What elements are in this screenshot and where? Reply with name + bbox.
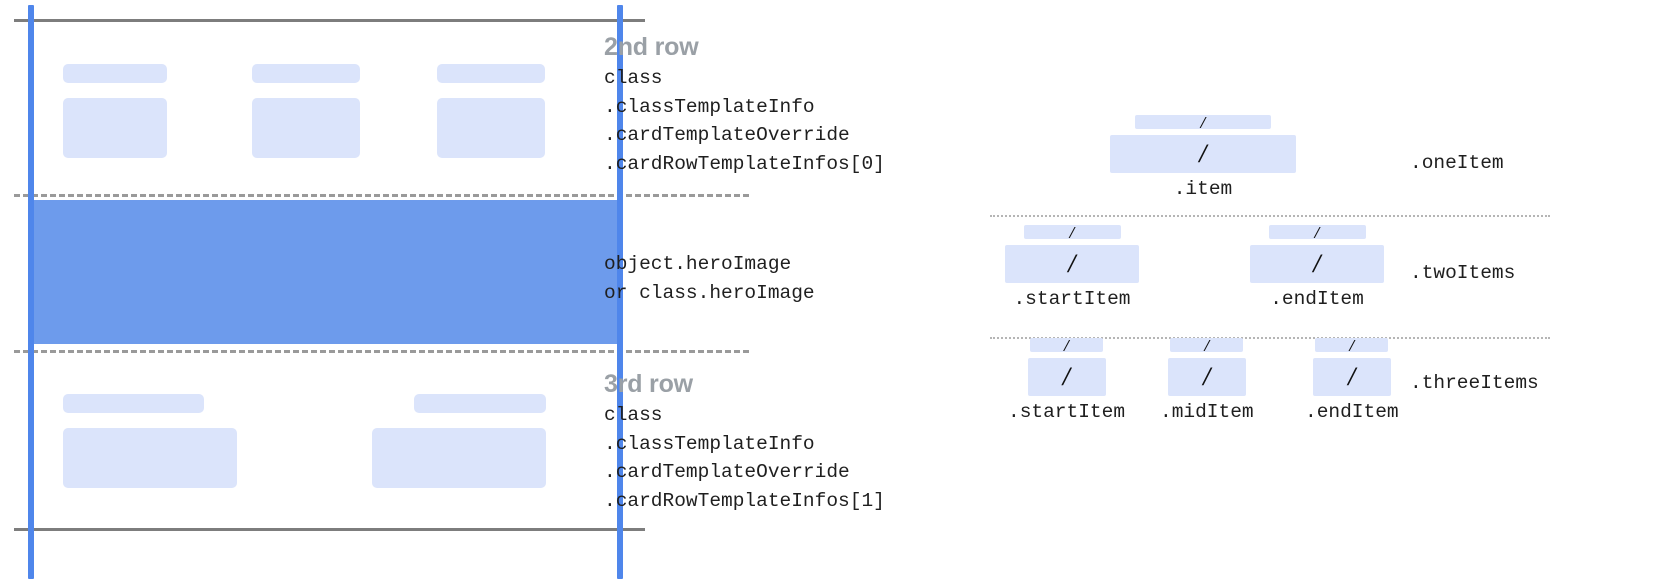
- variant-three-items-end: / / .endItem: [1305, 335, 1399, 424]
- variant-two-items-start: / / .startItem: [1005, 222, 1139, 310]
- card-frame-top-line: [14, 19, 645, 22]
- hero-code-line-1: object.heroImage: [604, 253, 792, 275]
- one-item-caption: .item: [1173, 178, 1233, 200]
- three-items-mid-value-bar: /: [1167, 358, 1246, 396]
- row2-col2-value-placeholder: [252, 98, 360, 158]
- one-item-label-bar: /: [1135, 112, 1271, 132]
- two-items-start-caption: .startItem: [1013, 288, 1131, 310]
- three-items-start-label-bar: /: [1030, 335, 1104, 355]
- card-frame-bottom-line: [14, 528, 645, 531]
- row2-col2-label-placeholder: [252, 64, 360, 83]
- slash-icon: /: [1068, 249, 1076, 278]
- three-items-end-label-bar: /: [1315, 335, 1389, 355]
- variant-label-three-items: .threeItems: [1410, 372, 1539, 394]
- slash-icon: /: [1199, 139, 1207, 168]
- card-template-diagram: [0, 0, 749, 584]
- row3-code-line-2: .classTemplateInfo: [604, 432, 815, 455]
- three-items-end-value-bar: /: [1312, 358, 1391, 396]
- row2-code-line-4: .cardRowTemplateInfos[0]: [604, 152, 885, 175]
- row3-col2-label-placeholder: [414, 394, 546, 413]
- row3-col1-value-placeholder: [63, 428, 237, 488]
- slash-icon: /: [1314, 222, 1320, 242]
- row-divider-dashed-lower: [14, 350, 749, 353]
- row3-heading: 3rd row: [604, 370, 693, 398]
- slash-icon: /: [1069, 222, 1075, 242]
- item-variants-diagram: / / .item .oneItem / / .startItem / /: [960, 0, 1676, 584]
- slash-icon: /: [1200, 112, 1206, 132]
- two-items-end-value-bar: /: [1250, 245, 1384, 283]
- row3-code-line-4: .cardRowTemplateInfos[1]: [604, 489, 885, 512]
- slash-icon: /: [1203, 362, 1211, 391]
- card-guide-line-right: [617, 5, 623, 579]
- hero-annotation: object.heroImage or class.heroImage: [604, 250, 815, 307]
- two-items-end-label-bar: /: [1268, 222, 1366, 242]
- card-guide-line-left: [28, 5, 34, 579]
- row-divider-dashed-upper: [14, 194, 749, 197]
- row3-code-line-1: class: [604, 404, 663, 426]
- three-items-end-caption: .endItem: [1305, 401, 1399, 423]
- row2-col3-value-placeholder: [437, 98, 545, 158]
- three-items-start-value-bar: /: [1027, 358, 1106, 396]
- row2-code-line-1: class: [604, 67, 663, 89]
- row2-col1-value-placeholder: [63, 98, 167, 158]
- variant-label-one-item: .oneItem: [1410, 152, 1504, 174]
- row2-code-line-3: .cardTemplateOverride: [604, 124, 850, 146]
- slash-icon: /: [1204, 335, 1210, 355]
- slash-icon: /: [1062, 362, 1071, 391]
- variant-two-items-end: / / .endItem: [1250, 222, 1384, 310]
- row3-col1-label-placeholder: [63, 394, 204, 413]
- three-items-start-caption: .startItem: [1008, 401, 1126, 423]
- row3-code-line-3: .cardTemplateOverride: [604, 461, 850, 483]
- two-items-start-label-bar: /: [1023, 222, 1121, 242]
- two-items-start-value-bar: /: [1005, 245, 1139, 283]
- two-items-end-caption: .endItem: [1270, 288, 1364, 310]
- row2-annotation: 2nd row class .classTemplateInfo .cardTe…: [604, 32, 885, 178]
- slash-icon: /: [1313, 249, 1321, 278]
- row3-annotation: 3rd row class .classTemplateInfo .cardTe…: [604, 369, 885, 515]
- row2-col1-label-placeholder: [63, 64, 167, 83]
- variant-three-items-mid: / / .midItem: [1160, 335, 1254, 424]
- row2-code-line-2: .classTemplateInfo: [604, 95, 815, 118]
- row3-col2-value-placeholder: [372, 428, 546, 488]
- three-items-mid-label-bar: /: [1170, 335, 1244, 355]
- hero-image-band: [34, 200, 617, 344]
- variant-divider-dotted-lower: [990, 337, 1550, 339]
- variant-label-two-items: .twoItems: [1410, 262, 1516, 284]
- one-item-value-bar: /: [1110, 135, 1296, 173]
- variant-one-item: / / .item: [1110, 112, 1296, 200]
- three-items-mid-caption: .midItem: [1160, 401, 1254, 423]
- slash-icon: /: [1064, 335, 1069, 355]
- slash-icon: /: [1349, 335, 1355, 355]
- row2-heading: 2nd row: [604, 33, 699, 61]
- hero-code-line-2: or class.heroImage: [604, 281, 815, 304]
- row2-col3-label-placeholder: [437, 64, 545, 83]
- variant-three-items-start: / / .startItem: [1008, 335, 1126, 424]
- slash-icon: /: [1348, 362, 1356, 391]
- variant-divider-dotted-upper: [990, 215, 1550, 217]
